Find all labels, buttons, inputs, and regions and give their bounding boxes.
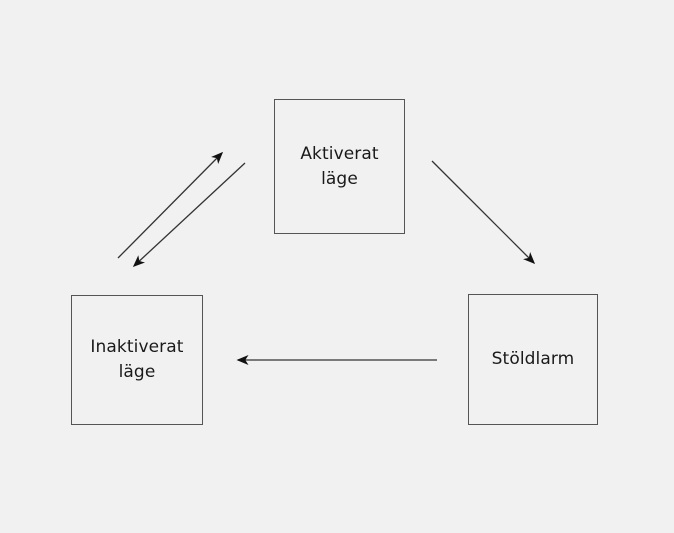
edge-aktiverat-to-inaktiverat bbox=[132, 162, 246, 268]
edge-aktiverat-to-stoldlarm bbox=[431, 160, 536, 265]
state-box-aktiverat[interactable]: Aktiverat läge bbox=[274, 99, 405, 234]
state-box-stoldlarm[interactable]: Stöldlarm bbox=[468, 294, 598, 425]
state-box-stoldlarm-label: Stöldlarm bbox=[491, 349, 575, 370]
state-box-inaktiverat[interactable]: Inaktiverat läge bbox=[71, 295, 203, 425]
edge-inaktiverat-to-aktiverat bbox=[117, 151, 224, 259]
state-box-aktiverat-label: Aktiverat läge bbox=[300, 143, 379, 189]
state-box-inaktiverat-label: Inaktiverat läge bbox=[90, 337, 184, 382]
